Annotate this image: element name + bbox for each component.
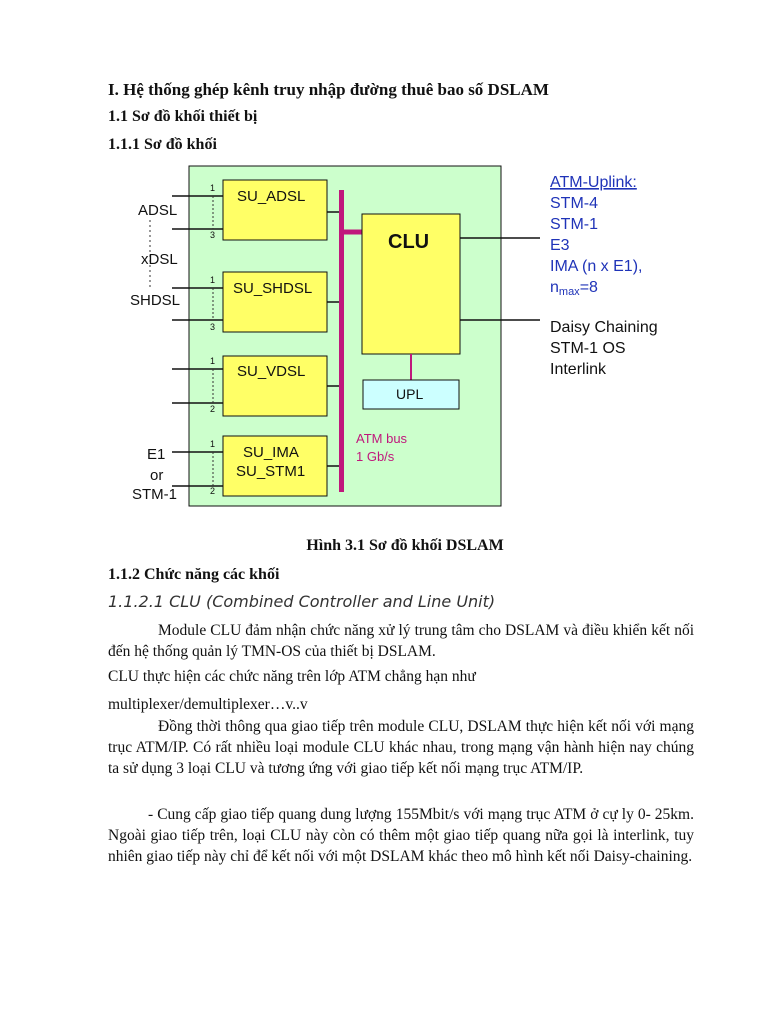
interlink-label: Interlink [550,361,607,378]
svg-text:1: 1 [210,275,215,285]
clu-heading: 1.1.2.1 CLU (Combined Controller and Lin… [108,592,496,611]
upl-block [362,379,460,410]
svg-text:2: 2 [210,404,215,414]
uplink-stm4: STM-4 [550,195,598,212]
uplink-e3: E3 [550,237,570,254]
subsubsection-heading: 1.1.1 Sơ đồ khối [108,136,217,153]
svg-text:2: 2 [210,486,215,496]
su-vdsl-label: SU_VDSL [237,363,305,380]
su-adsl-label: SU_ADSL [237,188,305,205]
bus-connectors [327,211,339,467]
uplink-title: ATM-Uplink: [550,174,637,191]
atm-bus-label: ATM bus [356,431,408,446]
uplink-stm1: STM-1 [550,216,598,233]
su-shdsl-label: SU_SHDSL [233,280,312,297]
uplink-ima: IMA (n x E1), [550,258,642,275]
shdsl-label: SHDSL [130,292,180,309]
svg-text:3: 3 [210,322,215,332]
paragraph: multiplexer/demultiplexer…v..v [108,696,308,713]
figure-caption: Hình 3.1 Sơ đồ khối DSLAM [306,537,504,554]
clu-label: CLU [388,231,429,253]
input-lines [172,195,223,487]
svg-text:1: 1 [210,183,215,193]
e1-label: E1 [147,446,165,463]
clu-block [361,213,461,355]
stm1-left-label: STM-1 [132,486,177,503]
uplink-nmax: nmax=8 [550,279,598,298]
adsl-label: ADSL [138,202,177,219]
subsection-heading: 1.1 Sơ đồ khối thiết bị [108,108,258,125]
paragraph: Module CLU đảm nhận chức năng xử lý trun… [108,622,694,660]
su-adsl-module [222,179,328,241]
upl-label: UPL [396,386,423,402]
daisy-chaining-label: Daisy Chaining [550,319,658,336]
su-shdsl-module [222,271,328,333]
or-label: or [150,467,163,484]
svg-text:3: 3 [210,230,215,240]
bullet-paragraph: - Cung cấp giao tiếp quang dung lượng 15… [108,806,694,865]
section-heading: I. Hệ thống ghép kênh truy nhập đường th… [108,80,549,99]
su-ima-label: SU_IMA [243,444,299,461]
functions-heading: 1.1.2 Chức năng các khối [108,566,280,583]
paragraph: CLU thực hiện các chức năng trên lớp ATM… [108,668,476,685]
atm-bus-speed-label: 1 Gb/s [356,449,395,464]
xdsl-label: xDSL [141,251,178,268]
paragraph: Đồng thời thông qua giao tiếp trên modul… [108,718,694,777]
atm-bus [339,190,344,492]
stm1-os-label: STM-1 OS [550,340,626,357]
svg-text:1: 1 [210,439,215,449]
su-stm1-label: SU_STM1 [236,463,305,480]
port-numbers: 1 3 1 3 1 2 1 2 [210,183,215,496]
svg-text:1: 1 [210,356,215,366]
